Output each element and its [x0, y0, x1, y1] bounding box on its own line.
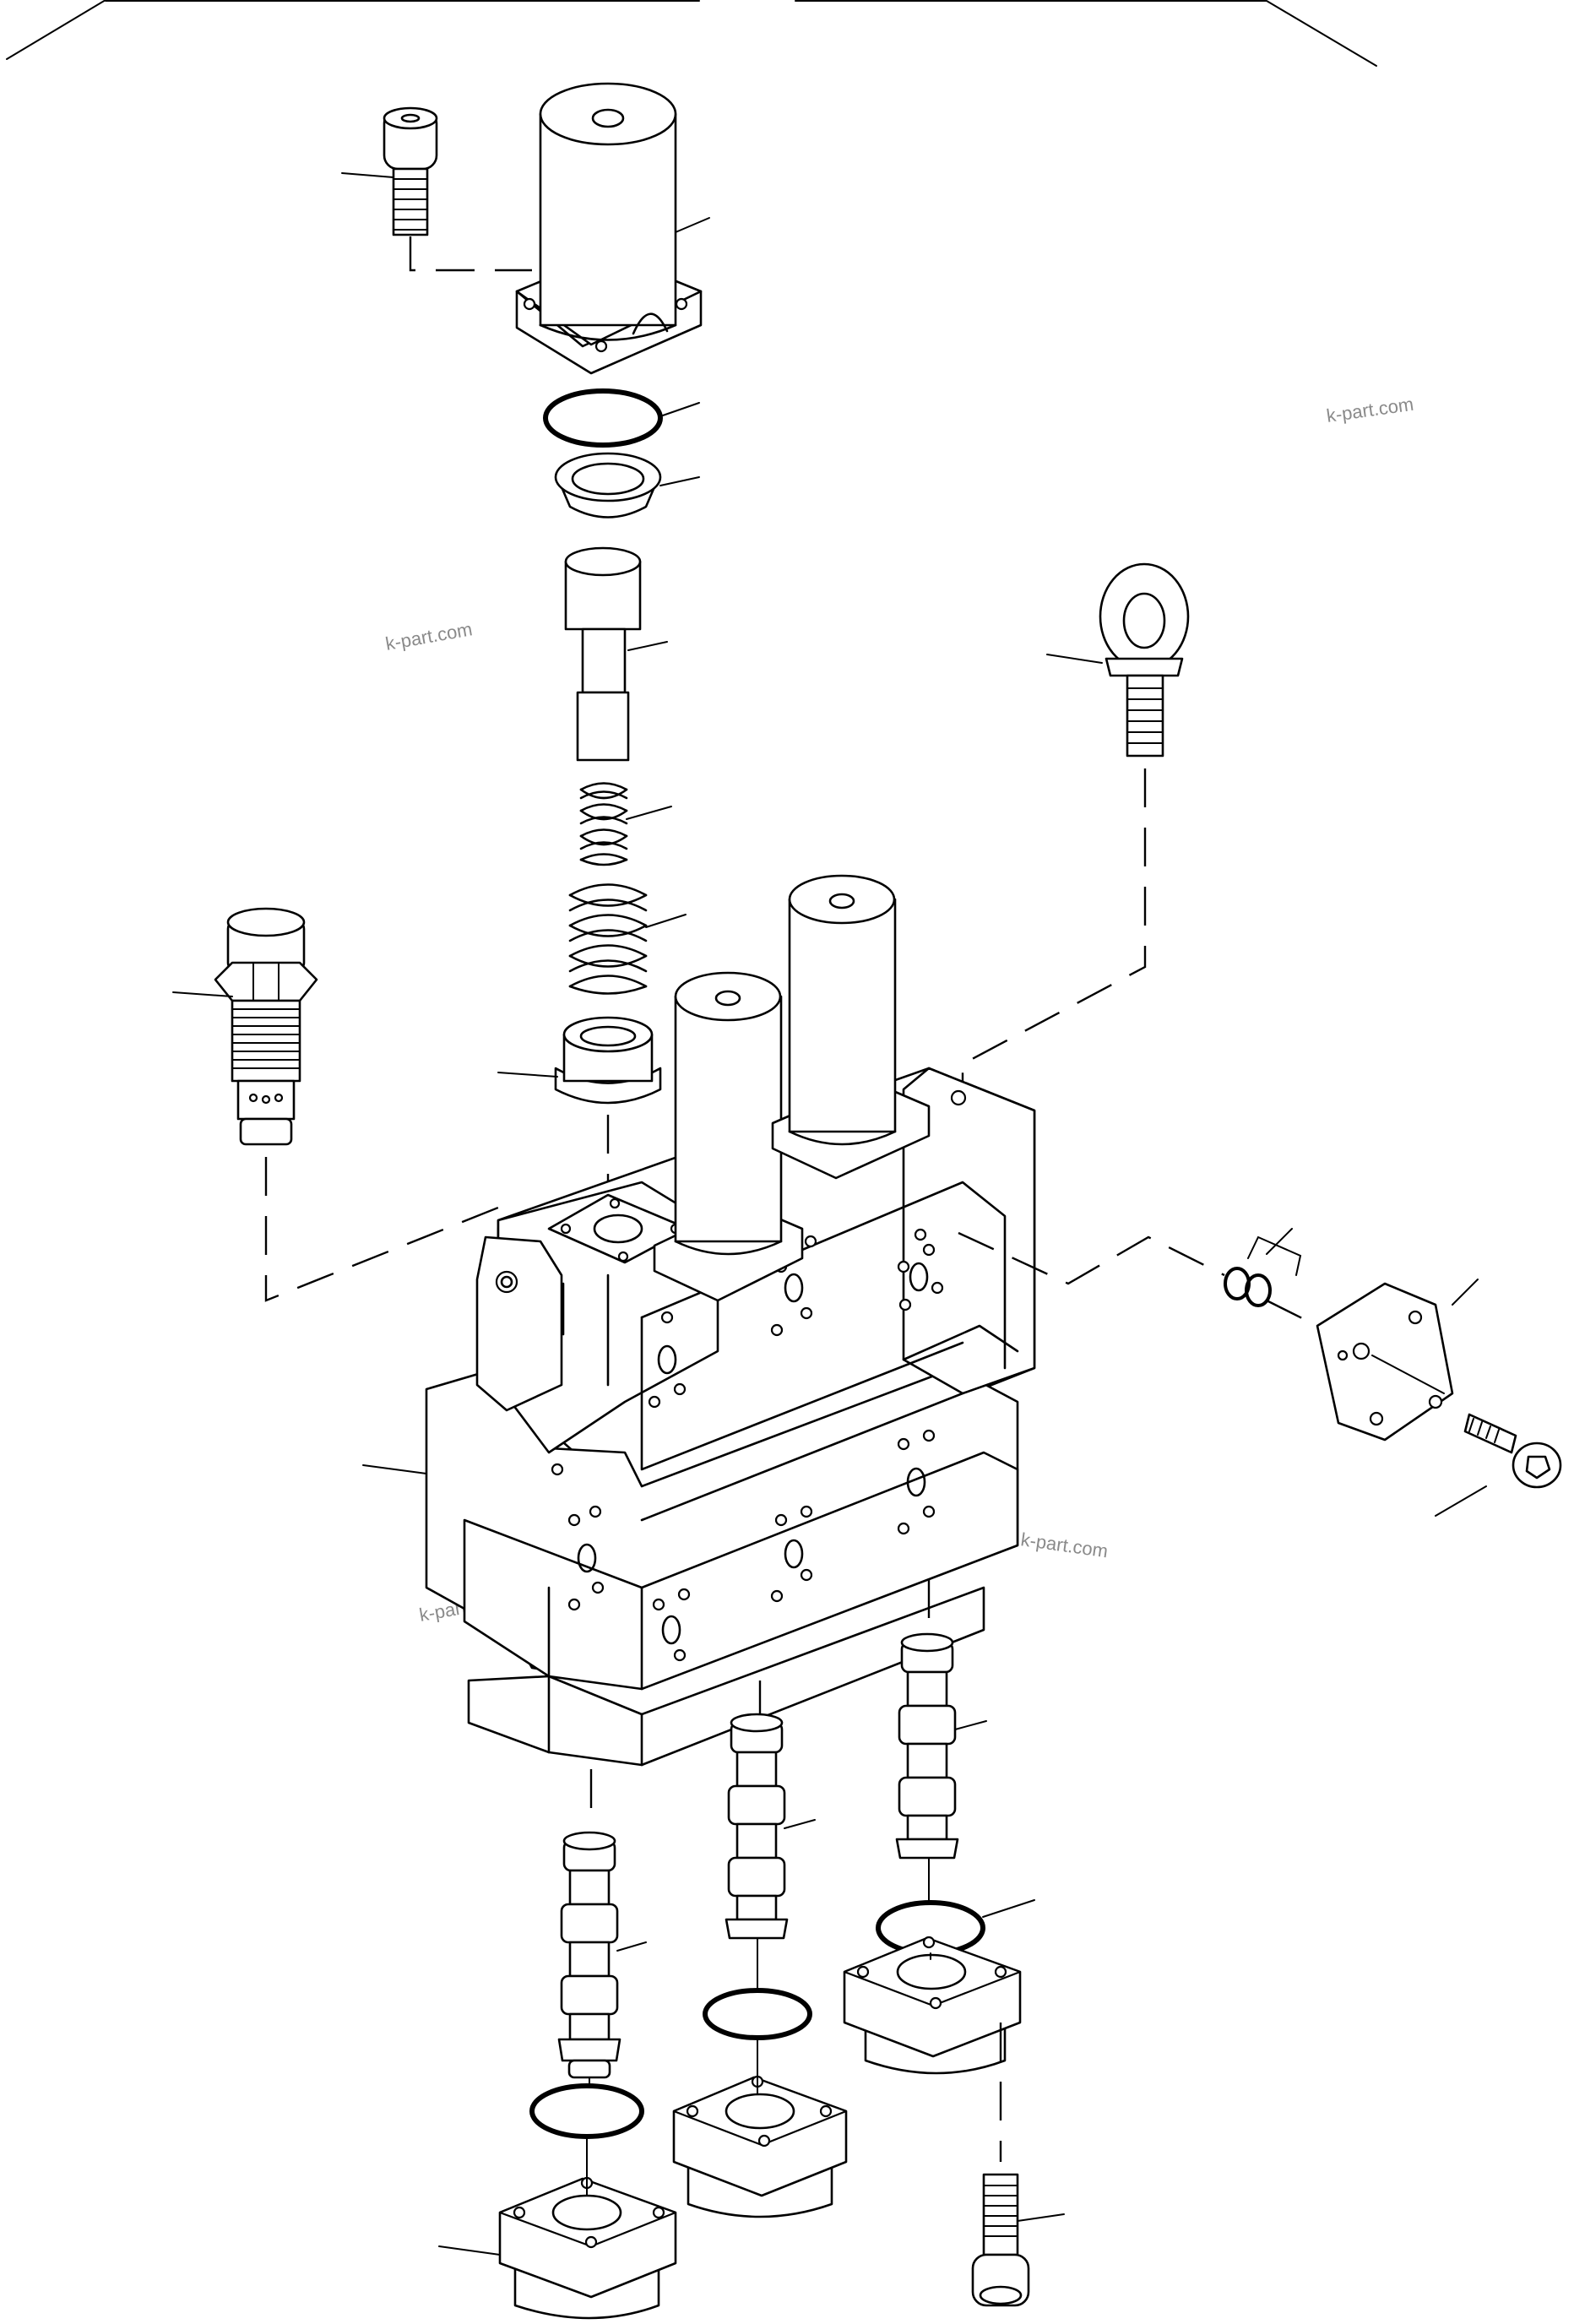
- spool-top: [564, 546, 668, 762]
- cover-middle: [672, 2037, 848, 2218]
- cap-screw-side: [1435, 1413, 1562, 1517]
- solenoid-left: [653, 971, 804, 1302]
- spool-right: [895, 1579, 987, 1860]
- solenoid-right: [771, 874, 931, 1180]
- cover-right: [843, 1936, 1022, 2162]
- spool-left: [557, 1769, 647, 2079]
- seat-top: [554, 452, 700, 519]
- o-ring-top: [543, 388, 700, 448]
- seat-lower: [497, 1016, 662, 1216]
- valve-body: [362, 1067, 1036, 1767]
- frame-border: [6, 0, 1377, 67]
- side-cover: [1316, 1279, 1479, 1442]
- o-ring-left: [529, 2077, 644, 2139]
- solenoid-top: [515, 82, 710, 375]
- o-rings-small: [958, 1228, 1318, 1328]
- cap-screw-top: [341, 106, 532, 272]
- watermark-1: k-part.com: [1325, 394, 1414, 426]
- outer-spring: [568, 883, 687, 995]
- plug-relief: [172, 907, 500, 1302]
- body-ports: [551, 1089, 967, 1662]
- cover-left: [438, 2136, 677, 2320]
- watermark-2: k-part.com: [384, 618, 475, 654]
- o-ring-middle: [703, 1937, 812, 2040]
- cap-screw-bottom: [971, 2173, 1065, 2307]
- watermark-4: k-part.com: [1019, 1529, 1109, 1561]
- eye-bolt: [961, 562, 1190, 1102]
- o-ring-right: [876, 1857, 1035, 1956]
- spool-middle: [725, 1681, 816, 1940]
- inner-spring: [579, 782, 672, 866]
